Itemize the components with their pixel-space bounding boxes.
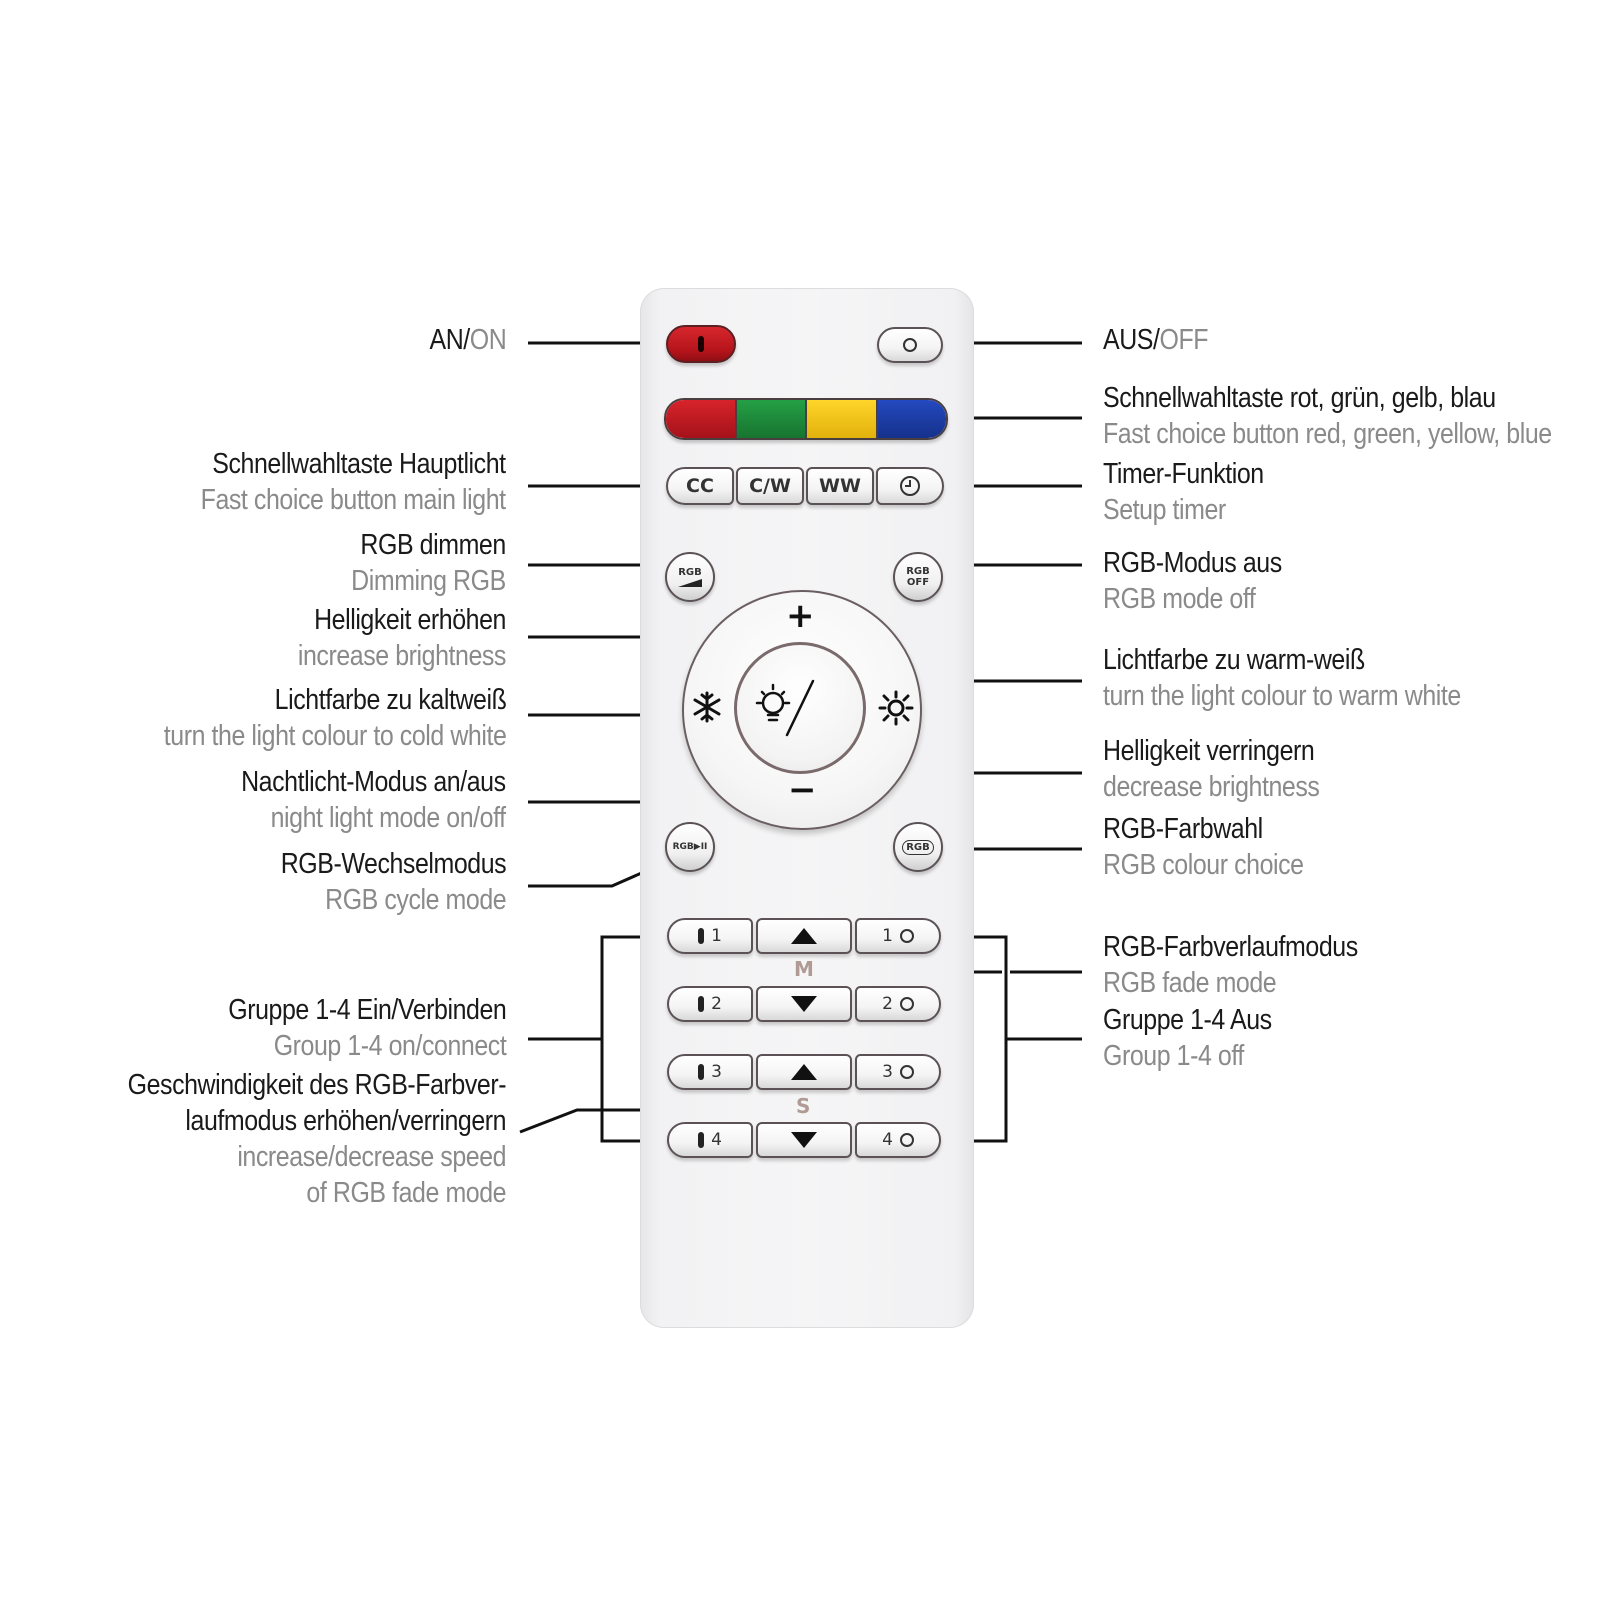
ww-button[interactable]: WW [806, 467, 874, 505]
rgb-choice-label: RGB [902, 839, 934, 855]
power-bar-icon [698, 996, 705, 1012]
power-bar-icon [698, 1132, 705, 1148]
group-3-on-button[interactable]: 3 [667, 1054, 753, 1090]
cw-label: C/W [749, 475, 791, 497]
group-2-off-label: 2 [882, 994, 893, 1014]
power-bar-icon [698, 928, 705, 944]
yellow-button[interactable] [805, 400, 876, 438]
triangle-up-icon [791, 928, 817, 944]
ww-label: WW [819, 475, 861, 497]
rgb-dim-label: RGB [678, 566, 702, 578]
rgb-off-label-top: RGB [906, 566, 930, 577]
rgb-off-button[interactable]: RGB OFF [893, 552, 943, 602]
group-3-off-button[interactable]: 3 [855, 1054, 941, 1090]
snowflake-icon[interactable] [690, 690, 724, 724]
power-bar-icon [698, 1064, 705, 1080]
ramp-icon [678, 578, 702, 587]
triangle-up-icon [791, 1064, 817, 1080]
on-button[interactable] [666, 325, 736, 363]
fade-mode-up-button[interactable] [756, 918, 852, 954]
group-4-off-label: 4 [882, 1130, 893, 1150]
group-4-on-label: 4 [711, 1130, 722, 1150]
speed-up-button[interactable] [756, 1054, 852, 1090]
group-1-on-label: 1 [711, 926, 722, 946]
power-ring-icon [899, 1065, 914, 1079]
blue-button[interactable] [875, 400, 946, 438]
power-ring-icon [903, 338, 917, 352]
brightness-dial: + − [682, 590, 922, 830]
rgb-off-label-bottom: OFF [906, 577, 930, 588]
label-on: AN/ON [429, 324, 506, 356]
cc-label: CC [686, 475, 714, 497]
green-button[interactable] [734, 400, 805, 438]
night-light-button[interactable] [734, 642, 866, 774]
fade-mode-marker: M [794, 957, 814, 981]
triangle-down-icon [791, 1132, 817, 1148]
sun-icon[interactable] [878, 690, 914, 726]
red-button[interactable] [666, 400, 735, 438]
group-1-off-button[interactable]: 1 [855, 918, 941, 954]
power-ring-icon [899, 997, 914, 1011]
off-button[interactable] [877, 327, 943, 363]
group-3-off-label: 3 [882, 1062, 893, 1082]
rgb-choice-button[interactable]: RGB [893, 822, 943, 872]
group-3-on-label: 3 [711, 1062, 722, 1082]
brightness-up-button[interactable]: + [786, 596, 815, 636]
rgb-cycle-label: RGB▶II [672, 841, 708, 852]
power-ring-icon [899, 1133, 914, 1147]
group-4-off-button[interactable]: 4 [855, 1122, 941, 1158]
power-ring-icon [899, 929, 914, 943]
label-off: AUS/OFF [1103, 324, 1209, 356]
clock-icon [900, 476, 920, 496]
brightness-down-button[interactable]: − [788, 770, 817, 810]
group-2-on-label: 2 [711, 994, 722, 1014]
rgb-dim-button[interactable]: RGB [665, 552, 715, 602]
triangle-down-icon [791, 996, 817, 1012]
bulb-moon-icon [755, 679, 843, 737]
fade-mode-down-button[interactable] [756, 986, 852, 1022]
cw-button[interactable]: C/W [736, 467, 804, 505]
color-quick-buttons [664, 398, 948, 440]
group-2-on-button[interactable]: 2 [667, 986, 753, 1022]
label-speed: Geschwindigkeit des RGB-Farbver-laufmodu… [127, 1069, 507, 1209]
speed-down-button[interactable] [756, 1122, 852, 1158]
speed-marker: S [796, 1094, 811, 1118]
group-1-on-button[interactable]: 1 [667, 918, 753, 954]
timer-button[interactable] [876, 467, 944, 505]
power-bar-icon [698, 336, 704, 352]
cc-button[interactable]: CC [666, 467, 734, 505]
rgb-cycle-button[interactable]: RGB▶II [665, 822, 715, 872]
group-2-off-button[interactable]: 2 [855, 986, 941, 1022]
group-1-off-label: 1 [882, 926, 893, 946]
group-4-on-button[interactable]: 4 [667, 1122, 753, 1158]
